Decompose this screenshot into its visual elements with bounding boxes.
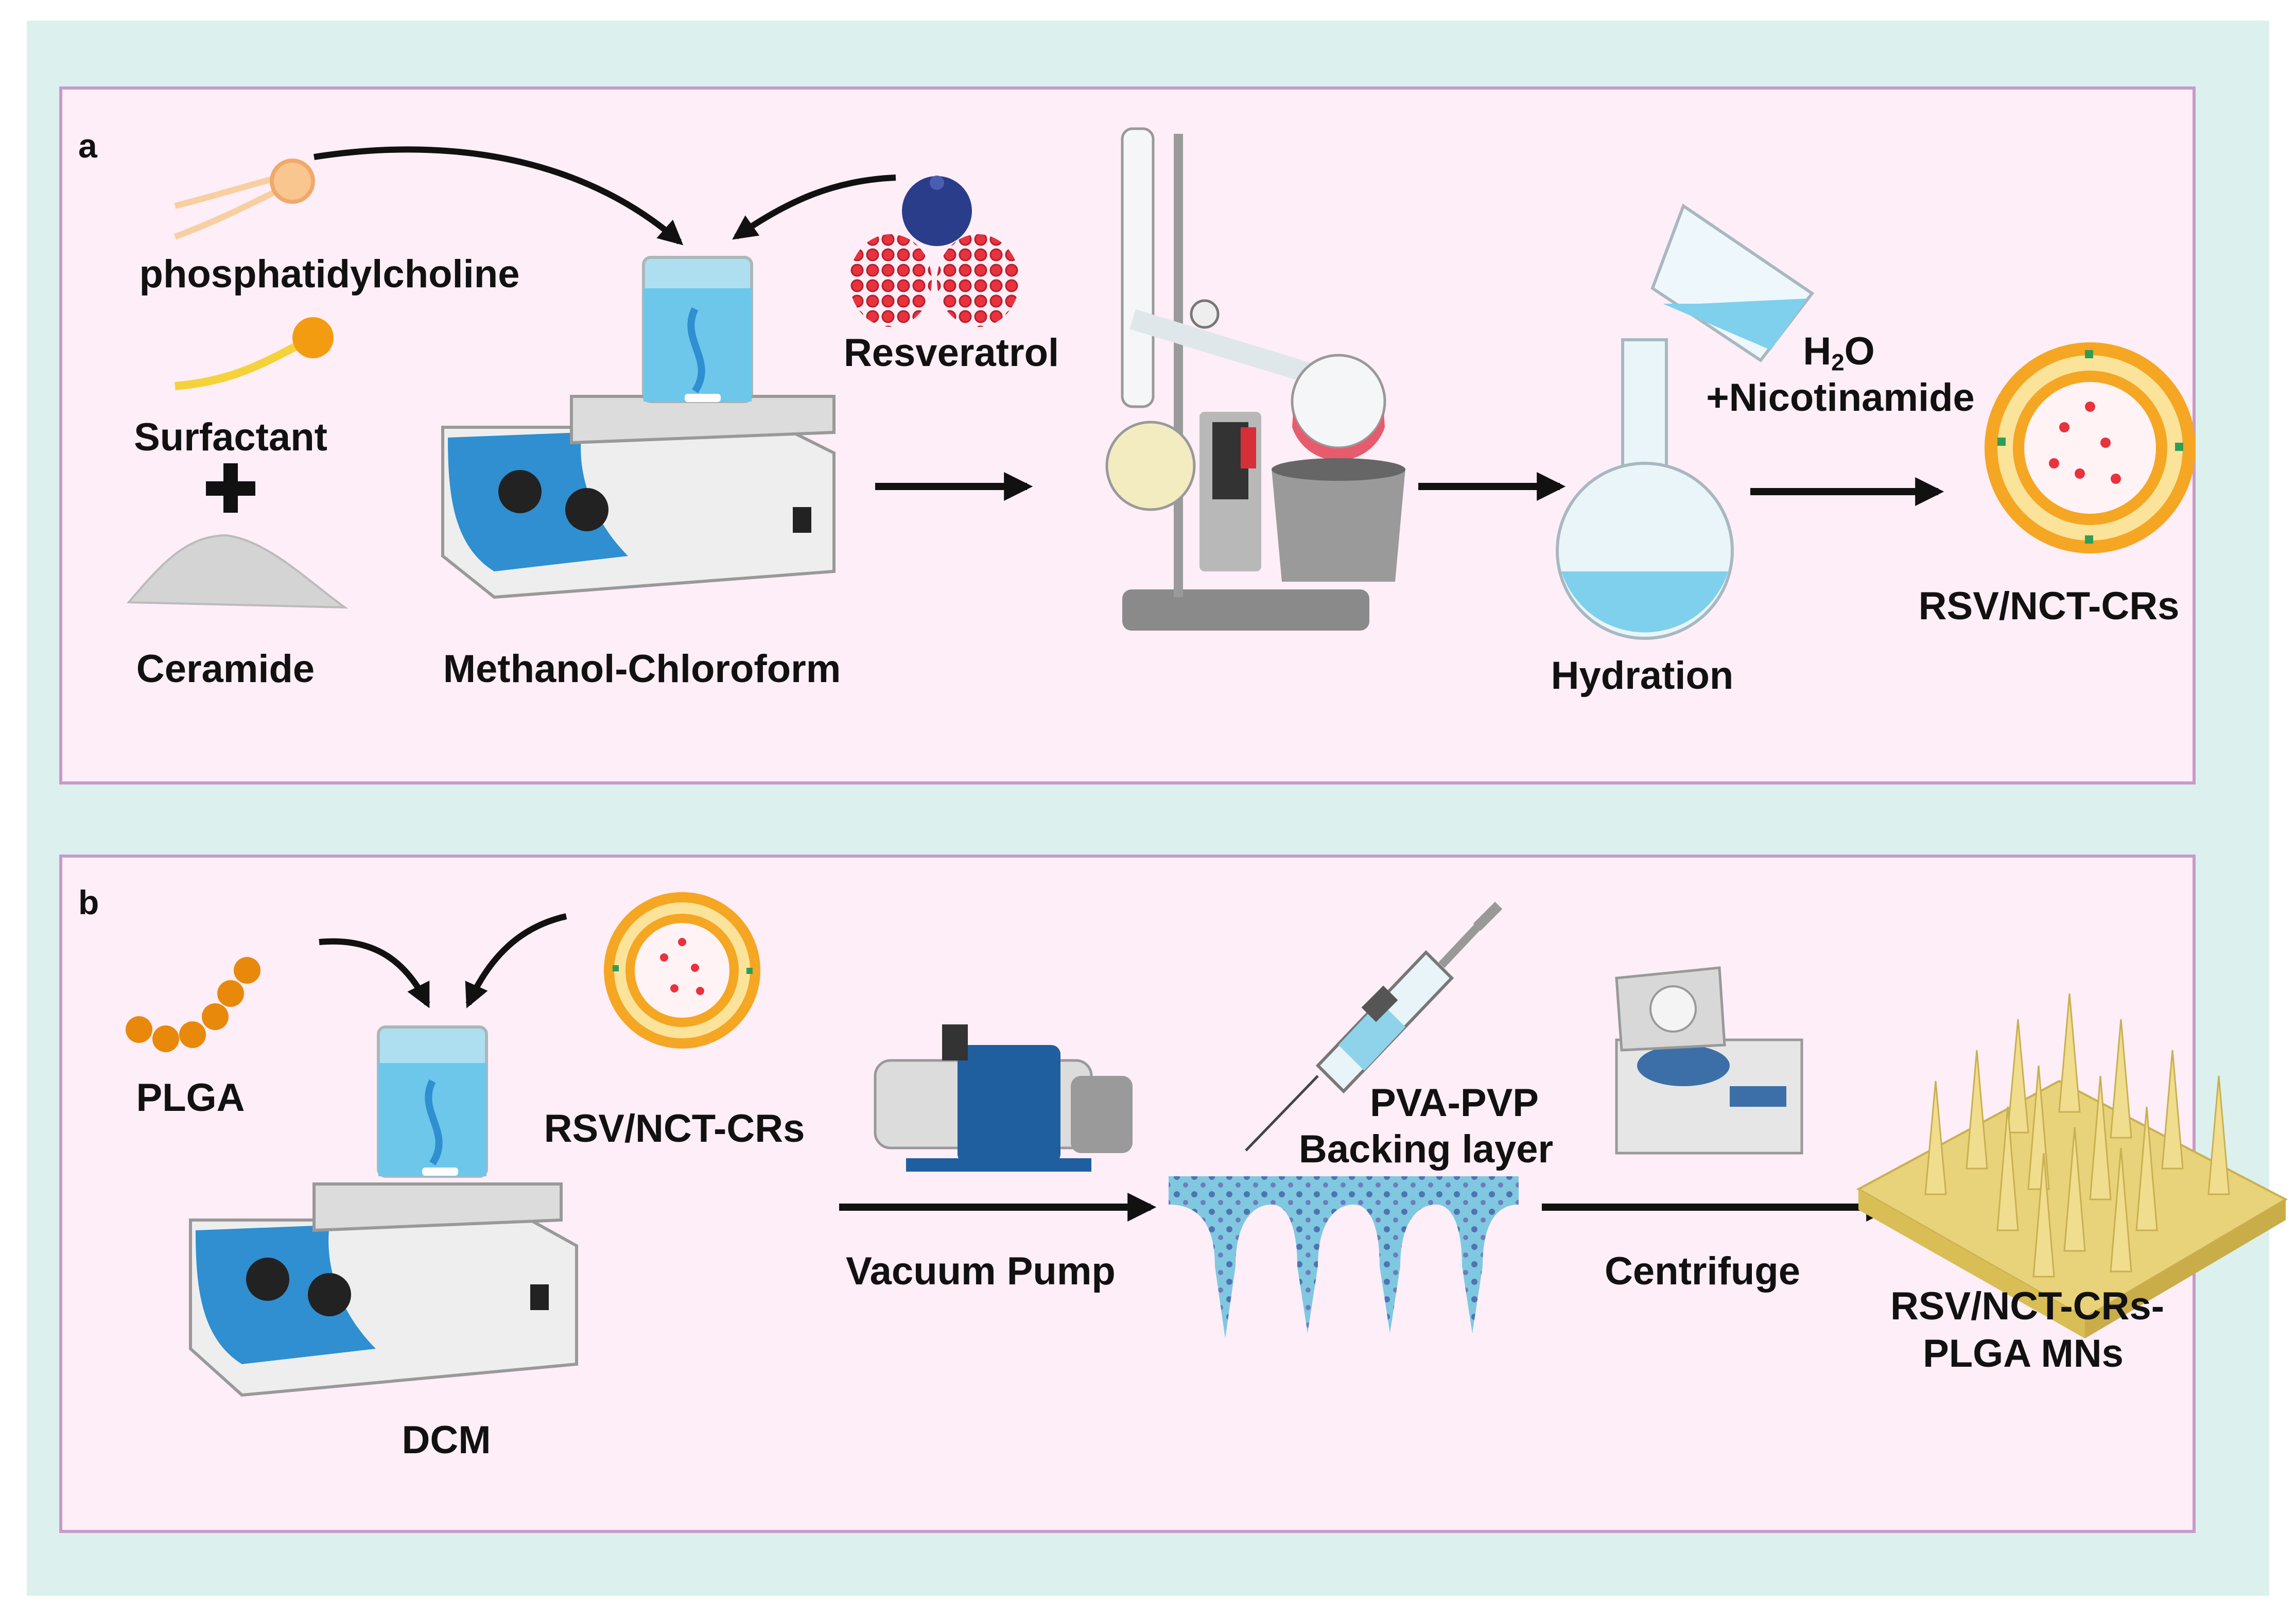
backing-layer-label-line1: PVA-PVP [1369,1081,1539,1125]
arrow-plga-to-beaker [319,938,430,1008]
arrow-resveratrol-to-beaker [732,175,896,240]
carrier-label: RSV/NCT-CRs [544,1107,805,1151]
arrow-carrier-to-beaker [465,913,567,1008]
dcm-label: DCM [402,1418,491,1462]
water-label: H2O [1803,329,1875,376]
backing-layer-label-line2: Backing layer [1298,1127,1554,1171]
microneedle-patch-icon [1856,993,2288,1338]
arrow-lipid-to-beaker [314,146,684,246]
plus-icon [206,463,255,513]
round-flask-icon [1556,338,1734,640]
resveratrol-label: Resveratrol [843,331,1059,375]
microneedle-mold-icon [1169,1176,1519,1338]
hydration-label: Hydration [1551,654,1734,698]
product-b-label-line2: PLGA MNs [1923,1332,2124,1375]
syringe-icon [1245,901,1503,1152]
product-b-label-line1: RSV/NCT-CRs- [1890,1284,2165,1328]
vesicle-icon-b [604,892,760,1049]
centrifuge-label: Centrifuge [1605,1249,1800,1293]
centrifuge-icon [1615,966,1803,1155]
product-a-label: RSV/NCT-CRs [1918,584,2180,628]
vacuum-pump-label: Vacuum Pump [846,1249,1116,1293]
plga-chain-icon [126,957,260,1052]
water-beaker-icon [1650,203,1815,363]
surfactant-icon [175,317,334,390]
phosphatidylcholine-icon [173,159,315,240]
panel-b-letter: b [78,883,99,921]
ceramide-powder-icon [126,534,349,609]
surfactant-label: Surfactant [134,415,327,459]
ceramide-label: Ceramide [136,647,315,691]
magnetic-stirrer-b [189,1025,578,1397]
nicotinamide-label: +Nicotinamide [1706,376,1975,420]
methanol-chloroform-label: Methanol-Chloroform [443,647,841,691]
rotary-evaporator-icon [1105,127,1405,631]
phosphatidylcholine-label: phosphatidylcholine [139,252,520,296]
plga-label: PLGA [136,1076,245,1120]
magnetic-stirrer-a [441,256,836,599]
vesicle-icon-a [1985,342,2196,553]
resveratrol-fruit-icon [849,176,1019,327]
vacuum-pump-icon [874,1024,1133,1172]
panel-a-letter: a [78,127,97,165]
